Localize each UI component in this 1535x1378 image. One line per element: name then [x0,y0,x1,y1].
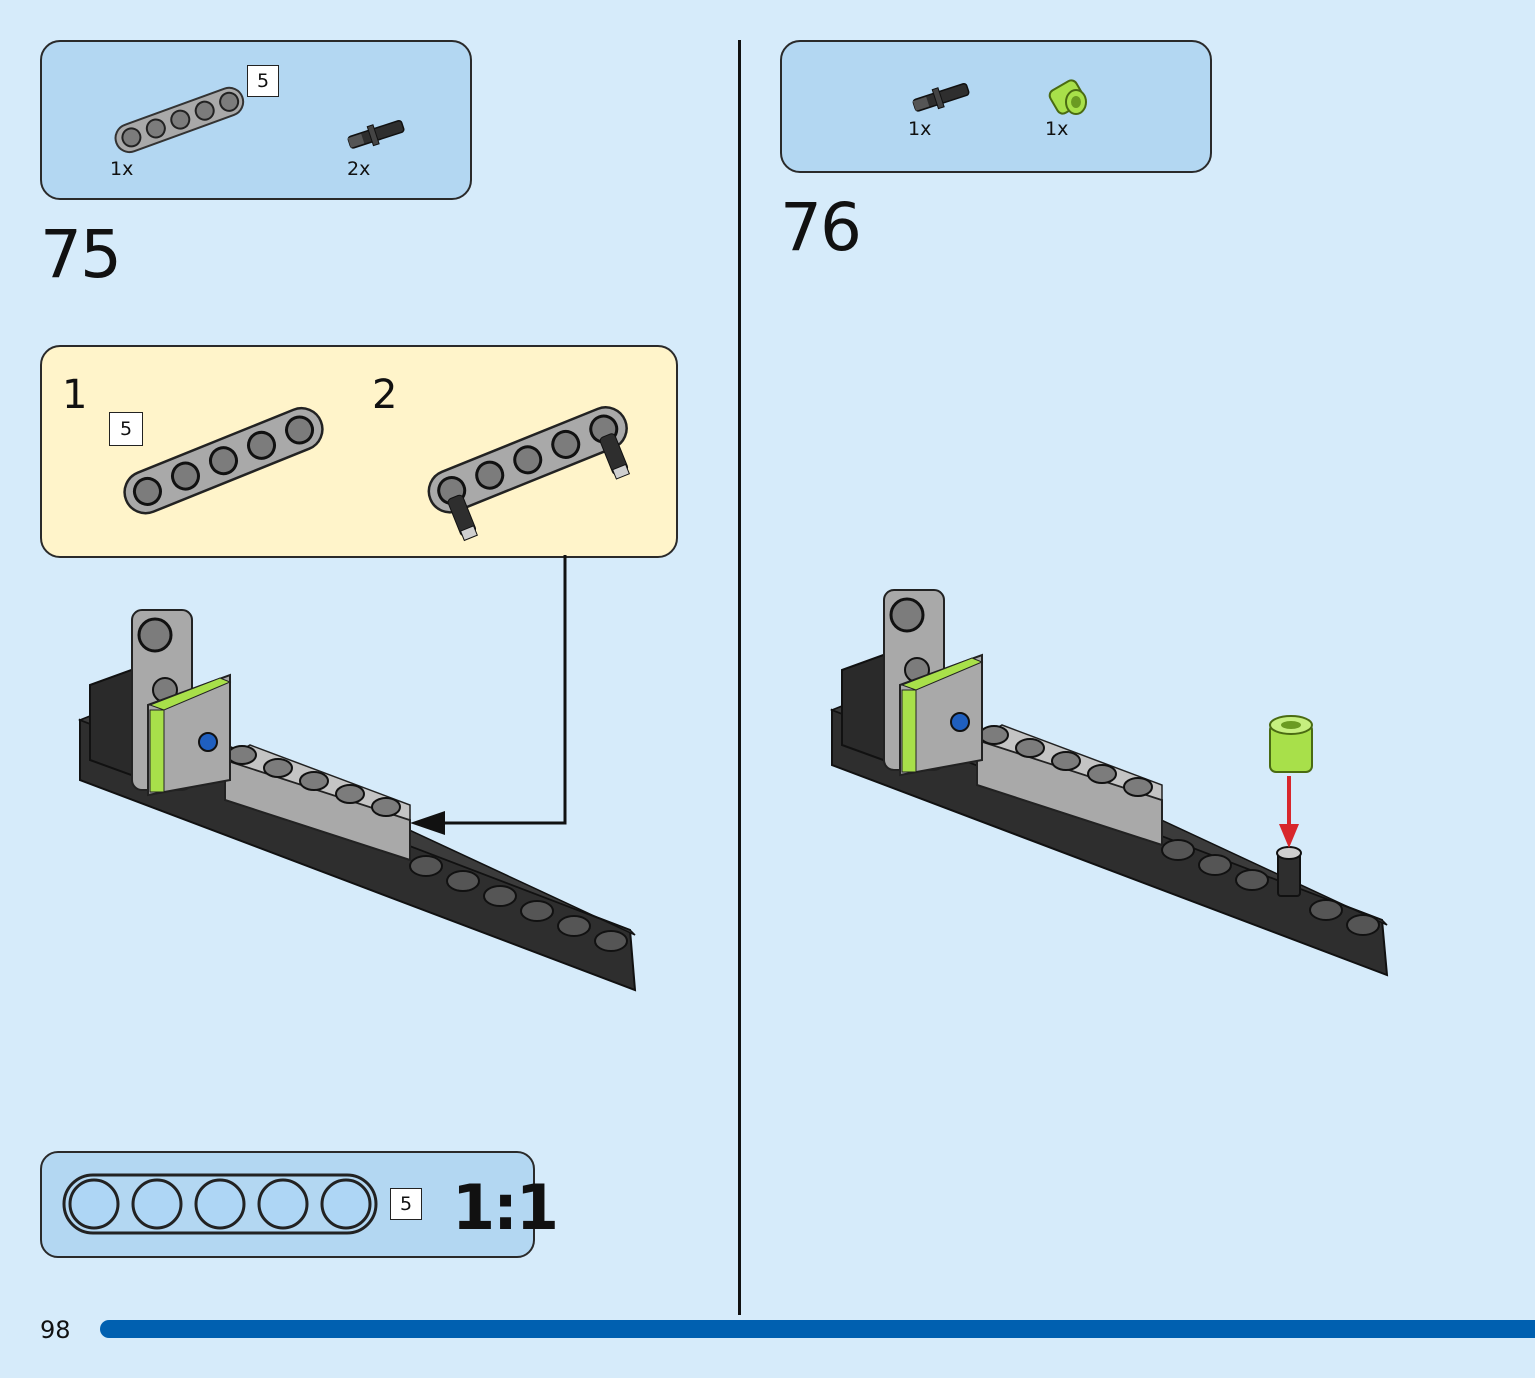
scale-beam-icon [62,1173,378,1235]
lime-bush-qty-label: 1x [1045,118,1069,140]
substep-1-number: 1 [62,372,88,418]
scale-label: 1:1 [452,1171,559,1244]
page-number: 98 [40,1316,71,1344]
lime-bush-part-icon [1048,79,1087,115]
substep-1-length-badge: 5 [109,412,143,446]
step-75-parts-box: 5 1x 2x [40,40,472,200]
callout-arrow [410,555,567,835]
beam-5-part-icon [114,86,245,154]
page-progress-bar [100,1320,1535,1338]
axle-pin-part-icon [912,82,970,112]
substep-2-number: 2 [372,372,398,418]
substep-box: 1 5 2 [40,345,678,558]
axle-pin-qty-label: 1x [908,118,932,140]
scale-length-badge: 5 [390,1188,422,1220]
scale-reference-box: 5 1:1 [40,1151,559,1258]
step-76-model-illustration [829,589,1389,977]
step-76-parts-box: 1x 1x [780,40,1212,173]
axle-pin-part-icon [347,119,405,149]
beam-qty-label: 1x [110,158,134,180]
substep-1-beam-icon [123,406,324,515]
step-76-number: 76 [780,189,862,266]
step-75-number: 75 [40,216,122,293]
step-75-model-illustration [77,609,637,992]
beam-length-badge: 5 [247,65,279,97]
substep-2-beam-with-pins-icon [427,406,631,542]
column-divider [738,40,741,1315]
axle-pin-qty-label: 2x [347,158,371,180]
